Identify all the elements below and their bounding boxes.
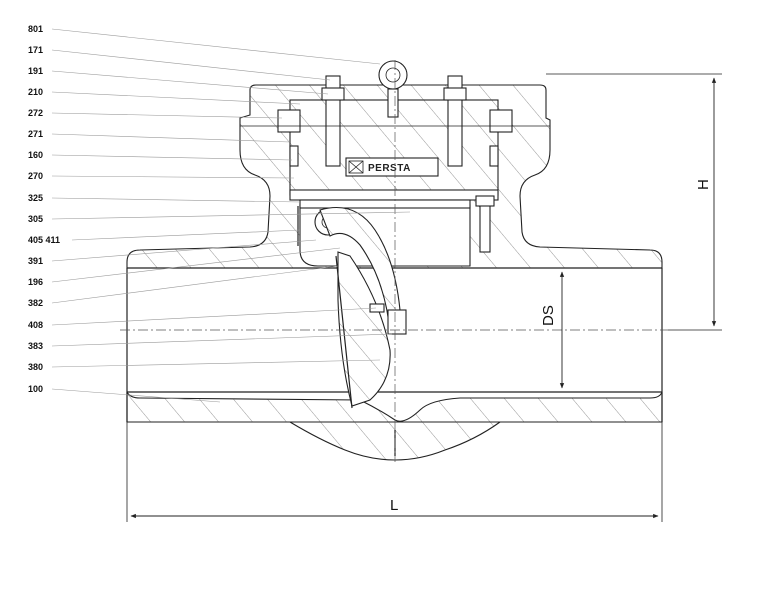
- clamp-block-right: [489, 109, 513, 133]
- side-screw-head: [475, 195, 495, 207]
- gasket-ring: [289, 189, 499, 201]
- logo-mark-cross-2: [348, 160, 364, 174]
- pin-right: [489, 145, 499, 167]
- dimension-length: L: [126, 422, 663, 522]
- seal-ring: [299, 199, 471, 209]
- logo-plate: [345, 157, 439, 177]
- leader-191: [51, 70, 329, 95]
- leader-801: [51, 28, 381, 65]
- eye-bolt-hole: [385, 67, 401, 83]
- callout-405-411: 405 411: [28, 235, 60, 245]
- callout-100: 100: [28, 384, 43, 394]
- leader-305: [51, 211, 411, 220]
- eye-bolt-shank: [387, 88, 399, 118]
- callout-408: 408: [28, 320, 43, 330]
- callouts: 801 171 191 210 272 271 160 270 325 305 …: [28, 24, 411, 403]
- leader-271: [51, 133, 291, 143]
- leader-405-411: [71, 229, 301, 241]
- callout-271: 271: [28, 129, 43, 139]
- disc: [337, 251, 391, 407]
- callout-270: 270: [28, 171, 43, 181]
- leader-391: [51, 239, 317, 262]
- clamp-block-left: [277, 109, 301, 133]
- dimension-seat-diameter: DS: [540, 271, 565, 389]
- callout-196: 196: [28, 277, 43, 287]
- leader-100: [51, 388, 221, 403]
- leader-382: [51, 265, 339, 304]
- height-label: H: [695, 179, 712, 190]
- callout-305: 305: [28, 214, 43, 224]
- seat-ring-line: [335, 255, 353, 409]
- split-pin: [369, 303, 385, 313]
- body-lower-wall: [126, 391, 663, 423]
- nut-right: [443, 87, 467, 101]
- leader-408: [51, 307, 377, 326]
- leader-272: [51, 112, 283, 119]
- bolting: [240, 75, 550, 253]
- callout-210: 210: [28, 87, 43, 97]
- callout-171: 171: [28, 45, 43, 55]
- leader-196: [51, 247, 341, 283]
- callout-801: 801: [28, 24, 43, 34]
- logo-text: PERSTA: [368, 163, 411, 174]
- leader-171: [51, 49, 331, 81]
- callout-382: 382: [28, 298, 43, 308]
- pin-left: [289, 145, 299, 167]
- disc-nut: [387, 309, 407, 335]
- callout-160: 160: [28, 150, 43, 160]
- leader-210: [51, 91, 301, 105]
- callout-391: 391: [28, 256, 43, 266]
- callout-191: 191: [28, 66, 43, 76]
- leader-325: [51, 197, 301, 203]
- ds-label: DS: [540, 305, 557, 326]
- disc-assembly: [297, 206, 407, 409]
- logo-mark: [348, 160, 364, 174]
- side-screw: [479, 199, 491, 253]
- leader-383: [51, 333, 393, 347]
- callout-383: 383: [28, 341, 43, 351]
- eye-bolt-ring: [378, 60, 408, 90]
- length-label: L: [390, 497, 398, 514]
- eye-bolt: [378, 60, 408, 118]
- leader-270: [51, 175, 295, 179]
- callout-272: 272: [28, 108, 43, 118]
- callout-325: 325: [28, 193, 43, 203]
- nut-left: [321, 87, 345, 101]
- leader-160: [51, 154, 293, 161]
- dimension-height: H: [546, 73, 722, 331]
- callout-380: 380: [28, 362, 43, 372]
- leader-380: [51, 359, 381, 368]
